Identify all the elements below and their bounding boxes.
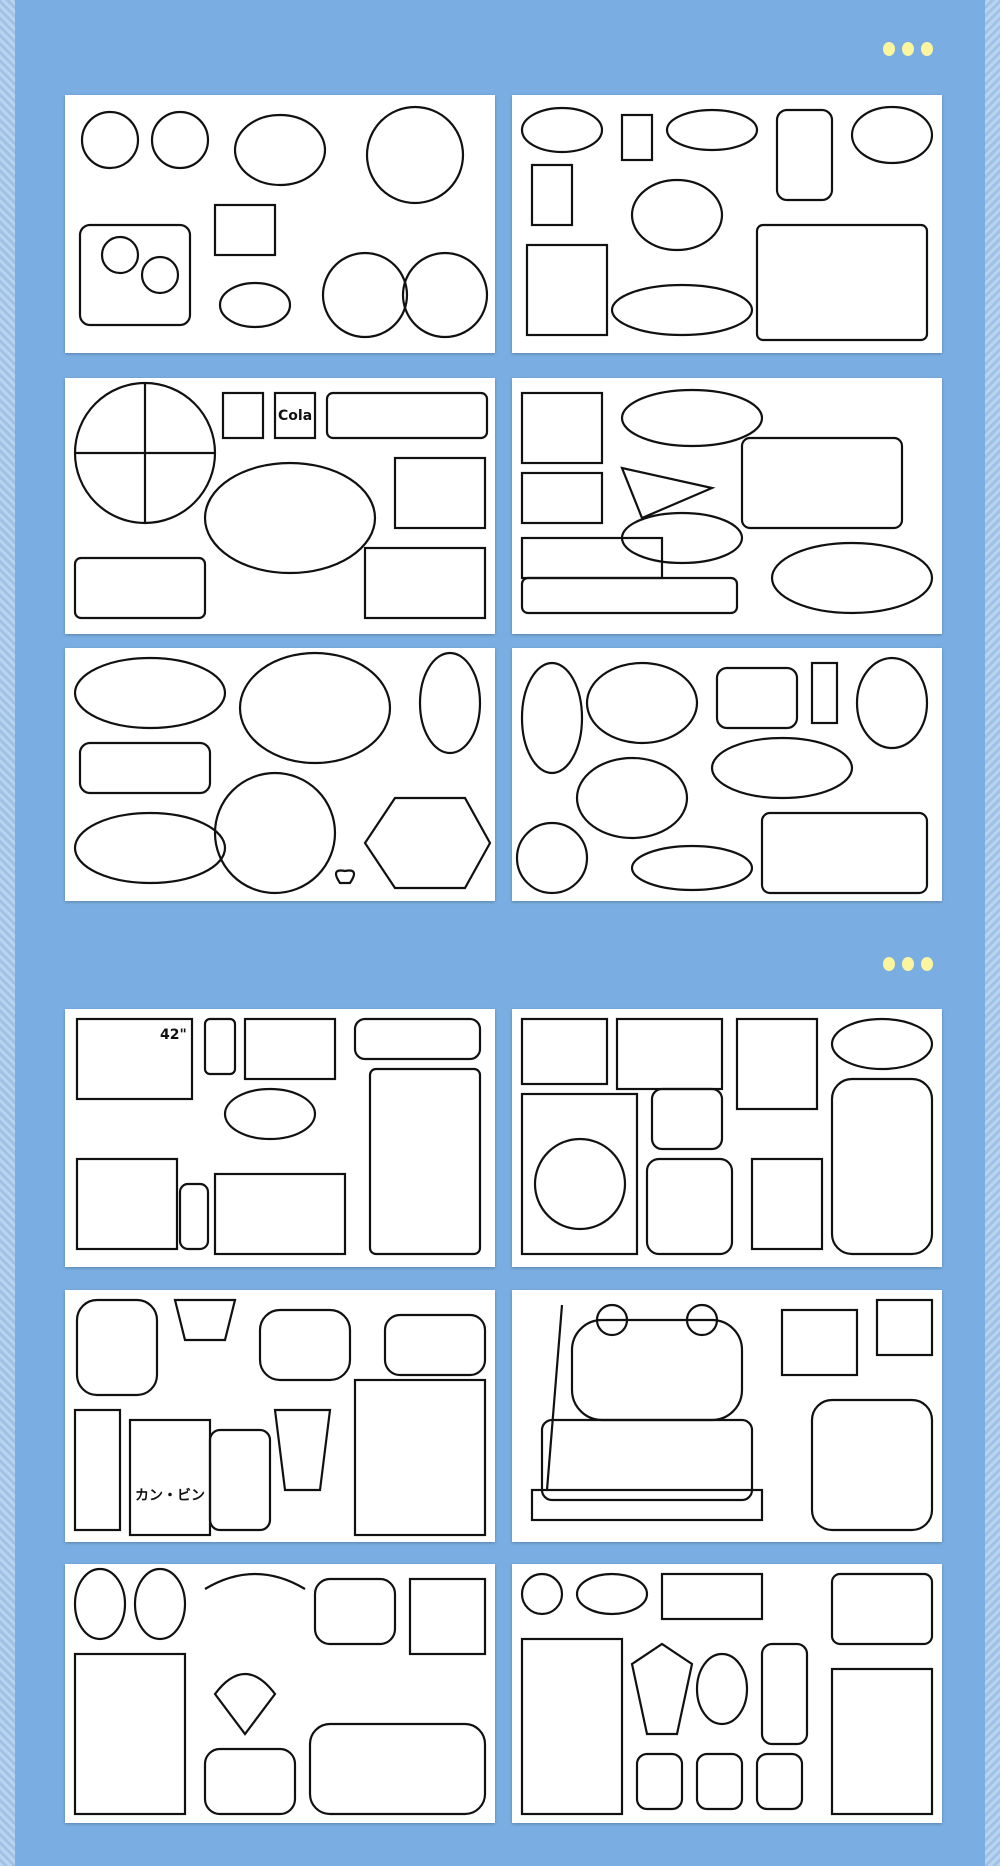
coloring-page-appliances-laundry bbox=[512, 1009, 942, 1267]
right-border bbox=[985, 0, 1000, 1866]
coloring-page-bedroom bbox=[512, 1564, 942, 1823]
coloring-page-bathroom bbox=[512, 1290, 942, 1542]
coloring-page-kitchen: カン・ビン bbox=[65, 1290, 495, 1542]
coloring-page-food-asian bbox=[512, 648, 942, 901]
coloring-page-food-dinner bbox=[512, 378, 942, 634]
cola-label: Cola bbox=[278, 408, 312, 424]
section-dots-household bbox=[883, 957, 933, 971]
section-dots-food bbox=[883, 42, 933, 56]
left-border bbox=[0, 0, 15, 1866]
coloring-page-food-pizza: Cola bbox=[65, 378, 495, 634]
recycle-bin-label: カン・ビン bbox=[135, 1488, 205, 1504]
coloring-page-appliances-electronics: 42" bbox=[65, 1009, 495, 1267]
tv-size-label: 42" bbox=[160, 1027, 187, 1043]
coloring-page-food-plates bbox=[65, 648, 495, 901]
coloring-page-living-room bbox=[65, 1564, 495, 1823]
coloring-page-food-bento bbox=[65, 95, 495, 353]
coloring-page-food-burgers bbox=[512, 95, 942, 353]
